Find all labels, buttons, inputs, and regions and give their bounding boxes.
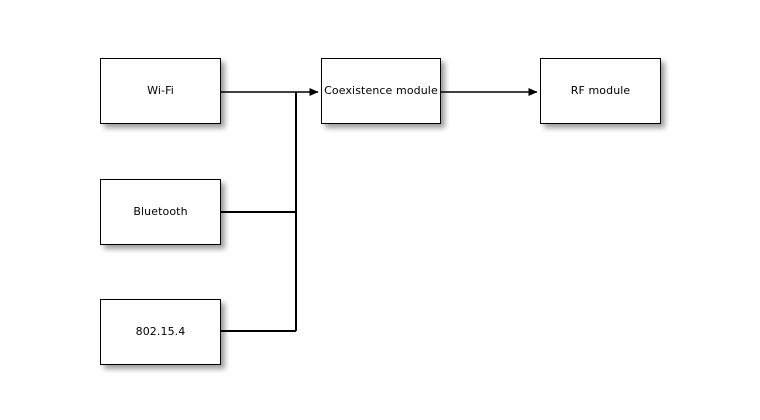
node-wifi[interactable]: Wi-Fi xyxy=(100,58,221,124)
node-coexistence-module[interactable]: Coexistence module xyxy=(321,58,441,124)
node-wifi-label: Wi-Fi xyxy=(147,83,174,97)
node-rf-module-label: RF module xyxy=(570,83,631,97)
node-802-15-4[interactable]: 802.15.4 xyxy=(100,299,221,365)
node-802-15-4-label: 802.15.4 xyxy=(135,324,186,338)
node-bluetooth-label: Bluetooth xyxy=(133,204,188,218)
node-rf-module[interactable]: RF module xyxy=(540,58,661,124)
node-coexistence-module-label: Coexistence module xyxy=(324,83,438,97)
node-bluetooth[interactable]: Bluetooth xyxy=(100,179,221,245)
